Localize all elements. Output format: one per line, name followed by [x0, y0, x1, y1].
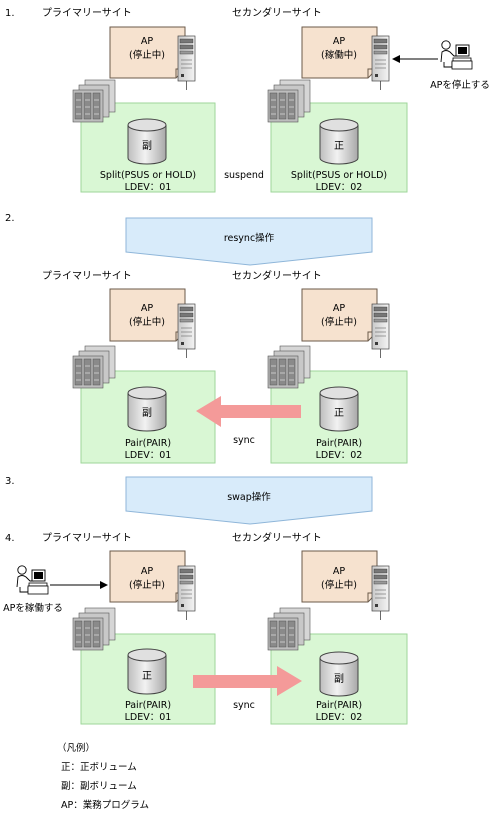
disk-array-icon: [72, 345, 116, 389]
ap-box-primary: AP (停止中): [109, 550, 186, 603]
volume-glyph: 正: [142, 671, 152, 682]
ap-name: AP: [333, 303, 345, 314]
server-icon: [371, 303, 390, 359]
ldev-label: LDEV：01: [125, 182, 172, 193]
server-icon: [371, 565, 390, 621]
ap-box-primary: AP (停止中): [109, 288, 186, 342]
primary-site-label: プライマリーサイト: [42, 532, 132, 544]
volume-cylinder-secondary: 正: [319, 118, 359, 165]
operator-note: APを稼働する: [3, 602, 63, 614]
step-number: 4.: [5, 533, 15, 544]
operation-label: resync操作: [224, 232, 275, 244]
disk-array-icon: [267, 79, 311, 123]
volume-cylinder-primary: 正: [127, 648, 167, 695]
primary-site-label: プライマリーサイト: [42, 7, 132, 19]
operation-banner: resync操作: [125, 217, 373, 266]
server-icon: [177, 565, 196, 621]
legend-title: （凡例）: [57, 742, 95, 754]
server-icon: [177, 303, 196, 359]
ap-box-secondary: AP (停止中): [301, 550, 378, 603]
operation-banner: swap操作: [125, 476, 373, 525]
server-icon: [371, 35, 390, 91]
operation-label: swap操作: [227, 491, 271, 503]
step-4: 4. プライマリーサイト セカンダリーサイト AP (停止中) AP (停止中)…: [3, 531, 408, 725]
disk-array-icon: [267, 345, 311, 389]
legend-item: 正：正ボリューム: [61, 762, 137, 773]
ap-name: AP: [141, 36, 153, 47]
operator-icon: [440, 40, 473, 70]
step-number: 2.: [5, 213, 15, 224]
legend: （凡例） 正：正ボリューム 副：副ボリューム AP：業務プログラム: [57, 742, 149, 811]
operator-arrow: [392, 55, 438, 63]
volume-glyph: 副: [142, 407, 152, 419]
ldev-label: LDEV：02: [316, 712, 363, 723]
volume-cylinder-secondary: 副: [319, 651, 359, 697]
ap-name: AP: [141, 303, 153, 314]
step-number: 1.: [5, 8, 15, 19]
ap-box-secondary: AP (停止中): [301, 288, 378, 342]
ap-state: (停止中): [129, 316, 165, 328]
server-icon: [177, 35, 196, 91]
link-label: sync: [233, 700, 255, 711]
link-label: sync: [233, 435, 255, 446]
volume-glyph: 正: [334, 408, 344, 419]
disk-array-icon: [72, 79, 116, 123]
step-3: 3. swap操作: [5, 476, 373, 525]
ap-state: (稼働中): [321, 49, 357, 61]
ap-box-primary: AP (停止中): [109, 26, 186, 79]
operator-note: APを停止する: [430, 79, 490, 91]
operator-arrow: [50, 581, 108, 589]
step-2: 2. resync操作 プライマリーサイト セカンダリーサイト AP (停止中)…: [5, 213, 408, 464]
ap-box-secondary: AP (稼働中): [301, 26, 378, 79]
ldev-label: LDEV：01: [125, 450, 172, 461]
volume-cylinder-primary: 副: [127, 386, 167, 432]
step-number: 3.: [5, 476, 15, 487]
pair-status: Pair(PAIR): [125, 700, 171, 711]
disk-array-icon: [267, 607, 311, 651]
ap-name: AP: [333, 36, 345, 47]
legend-item: AP：業務プログラム: [61, 799, 149, 811]
disk-array-icon: [72, 607, 116, 651]
step-1: 1. プライマリーサイト セカンダリーサイト AP (停止中) AP (稼働中)…: [5, 6, 490, 193]
volume-cylinder-secondary: 正: [319, 386, 359, 432]
ap-name: AP: [333, 566, 345, 577]
ldev-label: LDEV：02: [316, 182, 363, 193]
pair-status: Pair(PAIR): [125, 438, 171, 449]
ldev-label: LDEV：02: [316, 450, 363, 461]
ap-state: (停止中): [129, 49, 165, 61]
pair-status: Pair(PAIR): [316, 700, 362, 711]
link-label: suspend: [224, 170, 264, 181]
pair-status: Split(PSUS or HOLD): [100, 170, 196, 181]
ap-state: (停止中): [321, 316, 357, 328]
ap-name: AP: [141, 566, 153, 577]
ap-state: (停止中): [321, 579, 357, 591]
operator-icon: [16, 565, 49, 595]
primary-site-label: プライマリーサイト: [42, 270, 132, 282]
sync-arrow-left: [196, 396, 301, 427]
ldev-label: LDEV：01: [125, 712, 172, 723]
volume-glyph: 正: [334, 141, 344, 152]
secondary-site-label: セカンダリーサイト: [232, 531, 322, 544]
volume-glyph: 副: [142, 140, 152, 152]
secondary-site-label: セカンダリーサイト: [232, 269, 322, 282]
legend-item: 副：副ボリューム: [61, 781, 137, 792]
ap-state: (停止中): [129, 579, 165, 591]
pair-status: Pair(PAIR): [316, 438, 362, 449]
pair-status: Split(PSUS or HOLD): [291, 170, 387, 181]
sync-arrow-right: [193, 666, 302, 696]
volume-cylinder-primary: 副: [127, 118, 167, 165]
secondary-site-label: セカンダリーサイト: [232, 6, 322, 19]
volume-glyph: 副: [334, 673, 344, 685]
